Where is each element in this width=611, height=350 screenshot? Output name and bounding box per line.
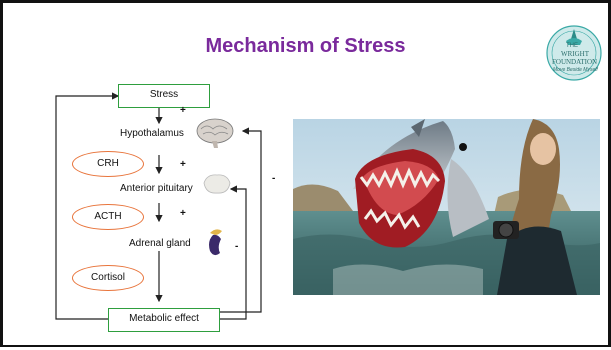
cortisol-label: Cortisol	[91, 272, 125, 283]
minus-sign: -	[272, 173, 275, 184]
pituitary-icon	[201, 171, 233, 197]
stress-box: Stress	[118, 84, 210, 108]
metabolic-effect-label: Metabolic effect	[129, 313, 199, 324]
cortisol-oval: Cortisol	[72, 265, 144, 291]
plus-sign: +	[180, 208, 186, 219]
minus-sign: -	[235, 241, 238, 252]
adrenal-gland-icon	[205, 225, 227, 259]
shark-attack-photo	[293, 119, 600, 295]
crh-oval: CRH	[72, 151, 144, 177]
plus-sign: +	[180, 159, 186, 170]
plus-sign: +	[180, 105, 186, 116]
hypothalamus-label: Hypothalamus	[120, 128, 184, 139]
brain-icon	[195, 117, 235, 149]
acth-label: ACTH	[94, 211, 121, 222]
metabolic-effect-box: Metabolic effect	[108, 308, 220, 332]
crh-label: CRH	[97, 158, 119, 169]
anterior-pituitary-label: Anterior pituitary	[120, 183, 193, 194]
adrenal-gland-label: Adrenal gland	[129, 238, 191, 249]
stress-label: Stress	[150, 89, 178, 100]
acth-oval: ACTH	[72, 204, 144, 230]
